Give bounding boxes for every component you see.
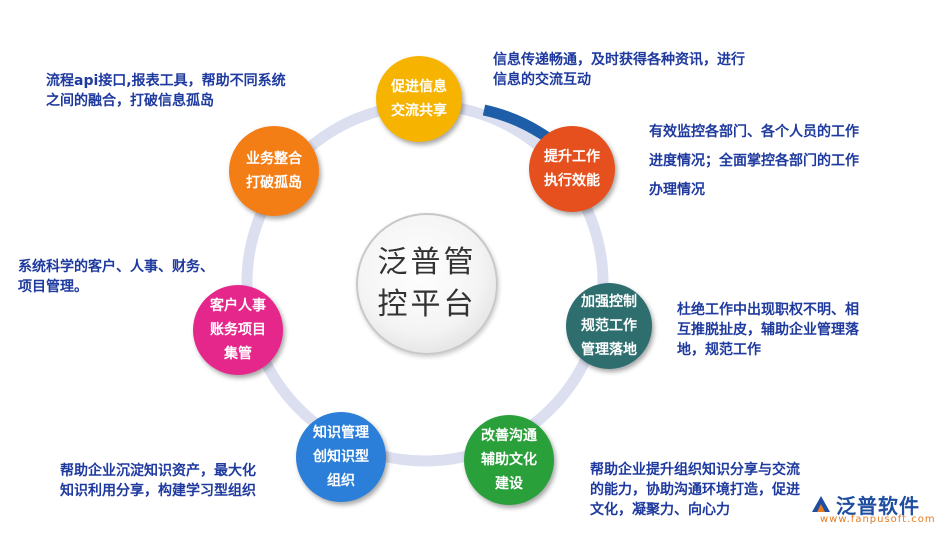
brand-logo: 泛普软件 www.fanpusoft.com xyxy=(808,490,940,530)
node-label: 规范工作 xyxy=(581,318,637,334)
node-label: 促进信息 xyxy=(391,79,447,95)
node-label: 提升工作 xyxy=(544,149,600,165)
node-label: 辅助文化 xyxy=(481,452,537,468)
node-control-standards: 加强控制 规范工作 管理落地 xyxy=(566,283,652,369)
node-label: 建设 xyxy=(495,476,523,492)
description-control-standards: 杜绝工作中出现职权不明、相 互推脱扯皮，辅助企业管理落 地，规范工作 xyxy=(677,300,859,360)
center-title-line: 控平台 xyxy=(377,287,477,322)
description-line: 信息的交流互动 xyxy=(493,72,591,88)
node-label: 打破孤岛 xyxy=(246,175,302,191)
node-label: 改善沟通 xyxy=(481,428,537,444)
node-label: 集管 xyxy=(224,346,252,362)
description-line: 地，规范工作 xyxy=(677,342,761,358)
description-info-sharing: 信息传递畅通，及时获得各种资讯，进行 信息的交流互动 xyxy=(493,50,745,90)
description-line: 帮助企业沉淀知识资产，最大化 xyxy=(60,463,256,479)
node-customer-hr-finance: 客户人事 账务项目 集管 xyxy=(193,285,283,375)
node-info-sharing: 促进信息 交流共享 xyxy=(376,56,462,142)
description-line: 进度情况；全面掌控各部门的工作 xyxy=(649,153,859,169)
description-line: 项目管理。 xyxy=(18,279,88,295)
description-work-efficiency: 有效监控各部门、各个人员的工作 进度情况；全面掌控各部门的工作 办理情况 xyxy=(649,118,859,205)
node-label: 业务整合 xyxy=(246,151,302,167)
description-line: 杜绝工作中出现职权不明、相 xyxy=(677,302,859,318)
node-work-efficiency: 提升工作 执行效能 xyxy=(529,126,615,212)
description-customer-hr-finance: 系统科学的客户、人事、财务、 项目管理。 xyxy=(18,257,214,297)
node-label: 客户人事 xyxy=(210,298,266,314)
description-line: 的能力，协助沟通环境打造，促进 xyxy=(590,482,800,498)
description-line: 办理情况 xyxy=(649,182,705,198)
logo-name: 泛普软件 xyxy=(836,494,920,518)
description-line: 流程api接口,报表工具，帮助不同系统 xyxy=(46,73,286,89)
description-line: 信息传递畅通，及时获得各种资讯，进行 xyxy=(493,52,745,68)
node-label: 知识管理 xyxy=(313,425,369,441)
description-business-integration: 流程api接口,报表工具，帮助不同系统 之间的融合，打破信息孤岛 xyxy=(46,71,286,111)
node-knowledge-management: 知识管理 创知识型 组织 xyxy=(296,412,386,502)
description-line: 帮助企业提升组织知识分享与交流 xyxy=(590,462,800,478)
description-knowledge-management: 帮助企业沉淀知识资产，最大化 知识利用分享，构建学习型组织 xyxy=(60,461,256,501)
description-line: 文化，凝聚力、向心力 xyxy=(590,502,730,518)
node-label: 账务项目 xyxy=(210,322,266,338)
description-line: 之间的融合，打破信息孤岛 xyxy=(46,93,214,109)
node-communication-culture: 改善沟通 辅助文化 建设 xyxy=(464,415,554,505)
description-line: 知识利用分享，构建学习型组织 xyxy=(60,483,256,499)
logo-url: www.fanpusoft.com xyxy=(820,514,936,525)
description-line: 系统科学的客户、人事、财务、 xyxy=(18,259,214,275)
logo-mark-icon xyxy=(812,496,830,512)
center-title-line: 泛普管 xyxy=(377,245,477,280)
description-communication-culture: 帮助企业提升组织知识分享与交流 的能力，协助沟通环境打造，促进 文化，凝聚力、向… xyxy=(590,460,800,520)
node-label: 加强控制 xyxy=(581,294,637,310)
center-hub: 泛普管 控平台 xyxy=(356,213,498,355)
node-business-integration: 业务整合 打破孤岛 xyxy=(229,126,319,216)
description-line: 有效监控各部门、各个人员的工作 xyxy=(649,124,859,140)
node-label: 组织 xyxy=(327,473,355,489)
description-line: 互推脱扯皮，辅助企业管理落 xyxy=(677,322,859,338)
node-label: 创知识型 xyxy=(313,449,369,465)
node-label: 交流共享 xyxy=(391,103,447,119)
node-label: 管理落地 xyxy=(581,342,637,358)
node-label: 执行效能 xyxy=(544,173,600,189)
